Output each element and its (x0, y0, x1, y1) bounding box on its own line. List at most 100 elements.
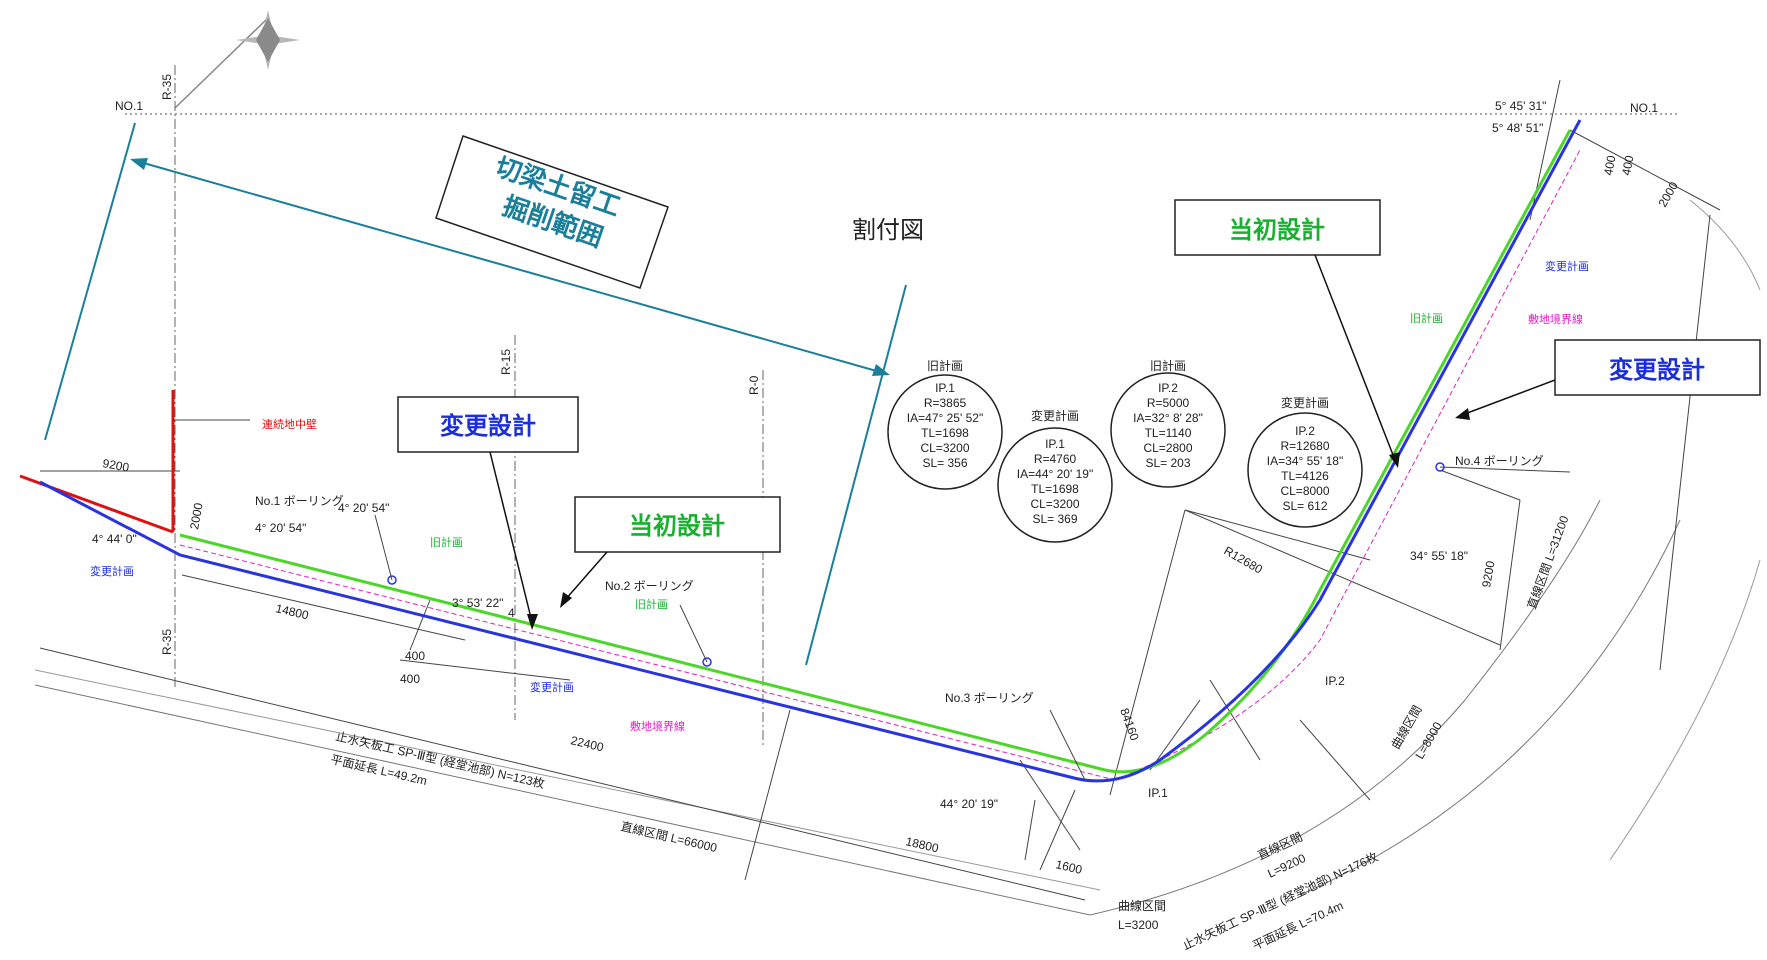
new-plan-label-1: 変更計画 (90, 564, 134, 578)
svg-text:IP.2: IP.2 (1295, 424, 1315, 438)
svg-text:1600: 1600 (1054, 857, 1083, 877)
svg-text:直線区間 L=66000: 直線区間 L=66000 (619, 818, 719, 855)
touso-left-callout: 当初設計 (560, 496, 781, 608)
svg-text:34° 55' 18": 34° 55' 18" (1410, 549, 1468, 563)
svg-text:R=5000: R=5000 (1147, 396, 1190, 410)
svg-text:400: 400 (1601, 154, 1618, 176)
svg-text:IA=47° 25' 52": IA=47° 25' 52" (907, 411, 983, 425)
svg-text:R=4760: R=4760 (1034, 452, 1077, 466)
boundary-label-1: 敷地境界線 (630, 719, 685, 733)
svg-text:4° 20' 54": 4° 20' 54" (338, 501, 389, 515)
svg-text:TL=1140: TL=1140 (1145, 426, 1192, 440)
svg-text:SL= 369: SL= 369 (1032, 512, 1077, 526)
svg-text:22400: 22400 (569, 733, 605, 754)
boring-1-label: No.1 ボーリング (255, 494, 344, 508)
svg-text:R=12680: R=12680 (1280, 439, 1329, 453)
boring-4-label: No.4 ボーリング (1455, 454, 1544, 468)
svg-text:変更計画: 変更計画 (1281, 395, 1329, 410)
svg-text:5° 45' 31": 5° 45' 31" (1495, 99, 1546, 113)
curve-table-old-ip2: 旧計画 IP.2 R=5000 IA=32° 8' 28" TL=1140 CL… (1110, 358, 1226, 488)
svg-text:18800: 18800 (904, 834, 940, 855)
dimension-lines (39, 79, 1721, 901)
svg-text:TL=1698: TL=1698 (1031, 482, 1079, 496)
boring-3-leader (1049, 709, 1086, 781)
svg-text:SL= 356: SL= 356 (922, 456, 967, 470)
svg-text:L=3200: L=3200 (1118, 918, 1159, 932)
svg-text:400: 400 (1619, 154, 1636, 176)
wall-label: 連続地中壁 (262, 417, 317, 431)
ip2-label: IP.2 (1325, 674, 1345, 688)
svg-text:5° 48' 51": 5° 48' 51" (1492, 121, 1543, 135)
new-plan-label-3: 変更計画 (1545, 259, 1589, 273)
svg-text:旧計画: 旧計画 (927, 358, 963, 373)
old-plan-label-2: 旧計画 (635, 597, 668, 611)
svg-text:CL=8000: CL=8000 (1280, 484, 1329, 498)
svg-text:4° 20' 54": 4° 20' 54" (255, 521, 306, 535)
touso-right-callout: 当初設計 (1174, 199, 1400, 468)
boring-4-leader (1439, 466, 1571, 473)
svg-text:2000: 2000 (187, 501, 205, 530)
old-plan-label-1: 旧計画 (430, 535, 463, 549)
original-plan-line (179, 129, 1572, 774)
r35-bottom-label: R-35 (160, 629, 174, 655)
svg-text:2000: 2000 (1655, 179, 1681, 209)
svg-text:4: 4 (508, 606, 515, 620)
svg-text:IA=34° 55' 18": IA=34° 55' 18" (1267, 454, 1343, 468)
svg-text:84160: 84160 (1117, 706, 1142, 742)
svg-text:TL=1698: TL=1698 (921, 426, 969, 440)
sheet-pile-labels: 止水矢板工 SP-Ⅲ型 (経堂池部) N=123枚 平面延長 L=49.2m 止… (329, 728, 1380, 952)
old-plan-label-3: 旧計画 (1410, 311, 1443, 325)
ip1-label: IP.1 (1148, 786, 1168, 800)
svg-text:TL=4126: TL=4126 (1281, 469, 1329, 483)
svg-text:IP.1: IP.1 (935, 381, 955, 395)
svg-text:IA=32° 8' 28": IA=32° 8' 28" (1133, 411, 1203, 425)
excavation-range-callout: 切梁土留工 掘削範囲 (44, 122, 907, 666)
r0-label: R-0 (747, 375, 761, 395)
svg-text:曲線区間: 曲線区間 (1118, 898, 1166, 913)
curve-table-new-ip1: 変更計画 IP.1 R=4760 IA=44° 20' 19" TL=1698 … (997, 408, 1113, 543)
no1-right-label: NO.1 (1630, 101, 1658, 115)
boundary-label-2: 敷地境界線 (1528, 312, 1583, 326)
svg-text:旧計画: 旧計画 (1150, 358, 1186, 373)
svg-text:R12680: R12680 (1222, 543, 1266, 576)
angle-labels: 4° 44' 0" 4° 20' 54" 4° 20' 54" 3° 53' 2… (92, 99, 1546, 811)
r35-top-label: R-35 (160, 74, 174, 100)
boring-1-leader (374, 514, 393, 581)
svg-text:400: 400 (405, 649, 425, 663)
svg-text:SL= 203: SL= 203 (1145, 456, 1190, 470)
svg-text:当初設計: 当初設計 (629, 512, 725, 540)
plan-labels: 連続地中壁 旧計画 変更計画 旧計画 変更計画 敷地境界線 旧計画 変更計画 敷… (90, 259, 1589, 733)
svg-text:9200: 9200 (101, 456, 130, 474)
svg-text:L=8000: L=8000 (1412, 719, 1444, 761)
svg-text:IA=44° 20' 19": IA=44° 20' 19" (1017, 467, 1093, 481)
svg-text:44° 20' 19": 44° 20' 19" (940, 797, 998, 811)
henkou-right-callout: 変更設計 (1455, 339, 1761, 420)
svg-text:変更設計: 変更設計 (1609, 356, 1705, 384)
drawing-title: 割付図 (852, 217, 924, 244)
svg-text:SL= 612: SL= 612 (1282, 499, 1327, 513)
section-labels: 直線区間 L=66000 直線区間 L=31200 曲線区間 L=8000 直線… (619, 513, 1571, 932)
henkou-left-callout: 変更設計 (397, 396, 579, 630)
dimension-labels: 9200 2000 14800 400 400 22400 18800 1600… (101, 154, 1681, 877)
boring-3-label: No.3 ボーリング (945, 691, 1034, 705)
boring-2-leader (679, 604, 708, 663)
curve-table-old-ip1: 旧計画 IP.1 R=3865 IA=47° 25' 52" TL=1698 C… (887, 358, 1003, 490)
curve-table-new-ip2: 変更計画 IP.2 R=12680 IA=34° 55' 18" TL=4126… (1247, 395, 1363, 528)
svg-text:変更設計: 変更設計 (440, 412, 536, 440)
changed-plan-line (39, 119, 1582, 783)
svg-text:9200: 9200 (1479, 559, 1497, 588)
north-arrow-icon (174, 10, 300, 109)
svg-text:CL=3200: CL=3200 (1030, 497, 1079, 511)
boring-2-label: No.2 ボーリング (605, 579, 694, 593)
svg-text:14800: 14800 (274, 601, 310, 622)
road-outline (34, 199, 1761, 916)
svg-text:IP.2: IP.2 (1158, 381, 1178, 395)
svg-text:変更計画: 変更計画 (1031, 408, 1079, 423)
svg-text:4° 44' 0": 4° 44' 0" (92, 532, 137, 546)
svg-text:3° 53' 22": 3° 53' 22" (452, 596, 503, 610)
svg-text:CL=3200: CL=3200 (920, 441, 969, 455)
r15-label: R-15 (499, 349, 513, 375)
svg-text:400: 400 (400, 672, 420, 686)
svg-text:CL=2800: CL=2800 (1143, 441, 1192, 455)
